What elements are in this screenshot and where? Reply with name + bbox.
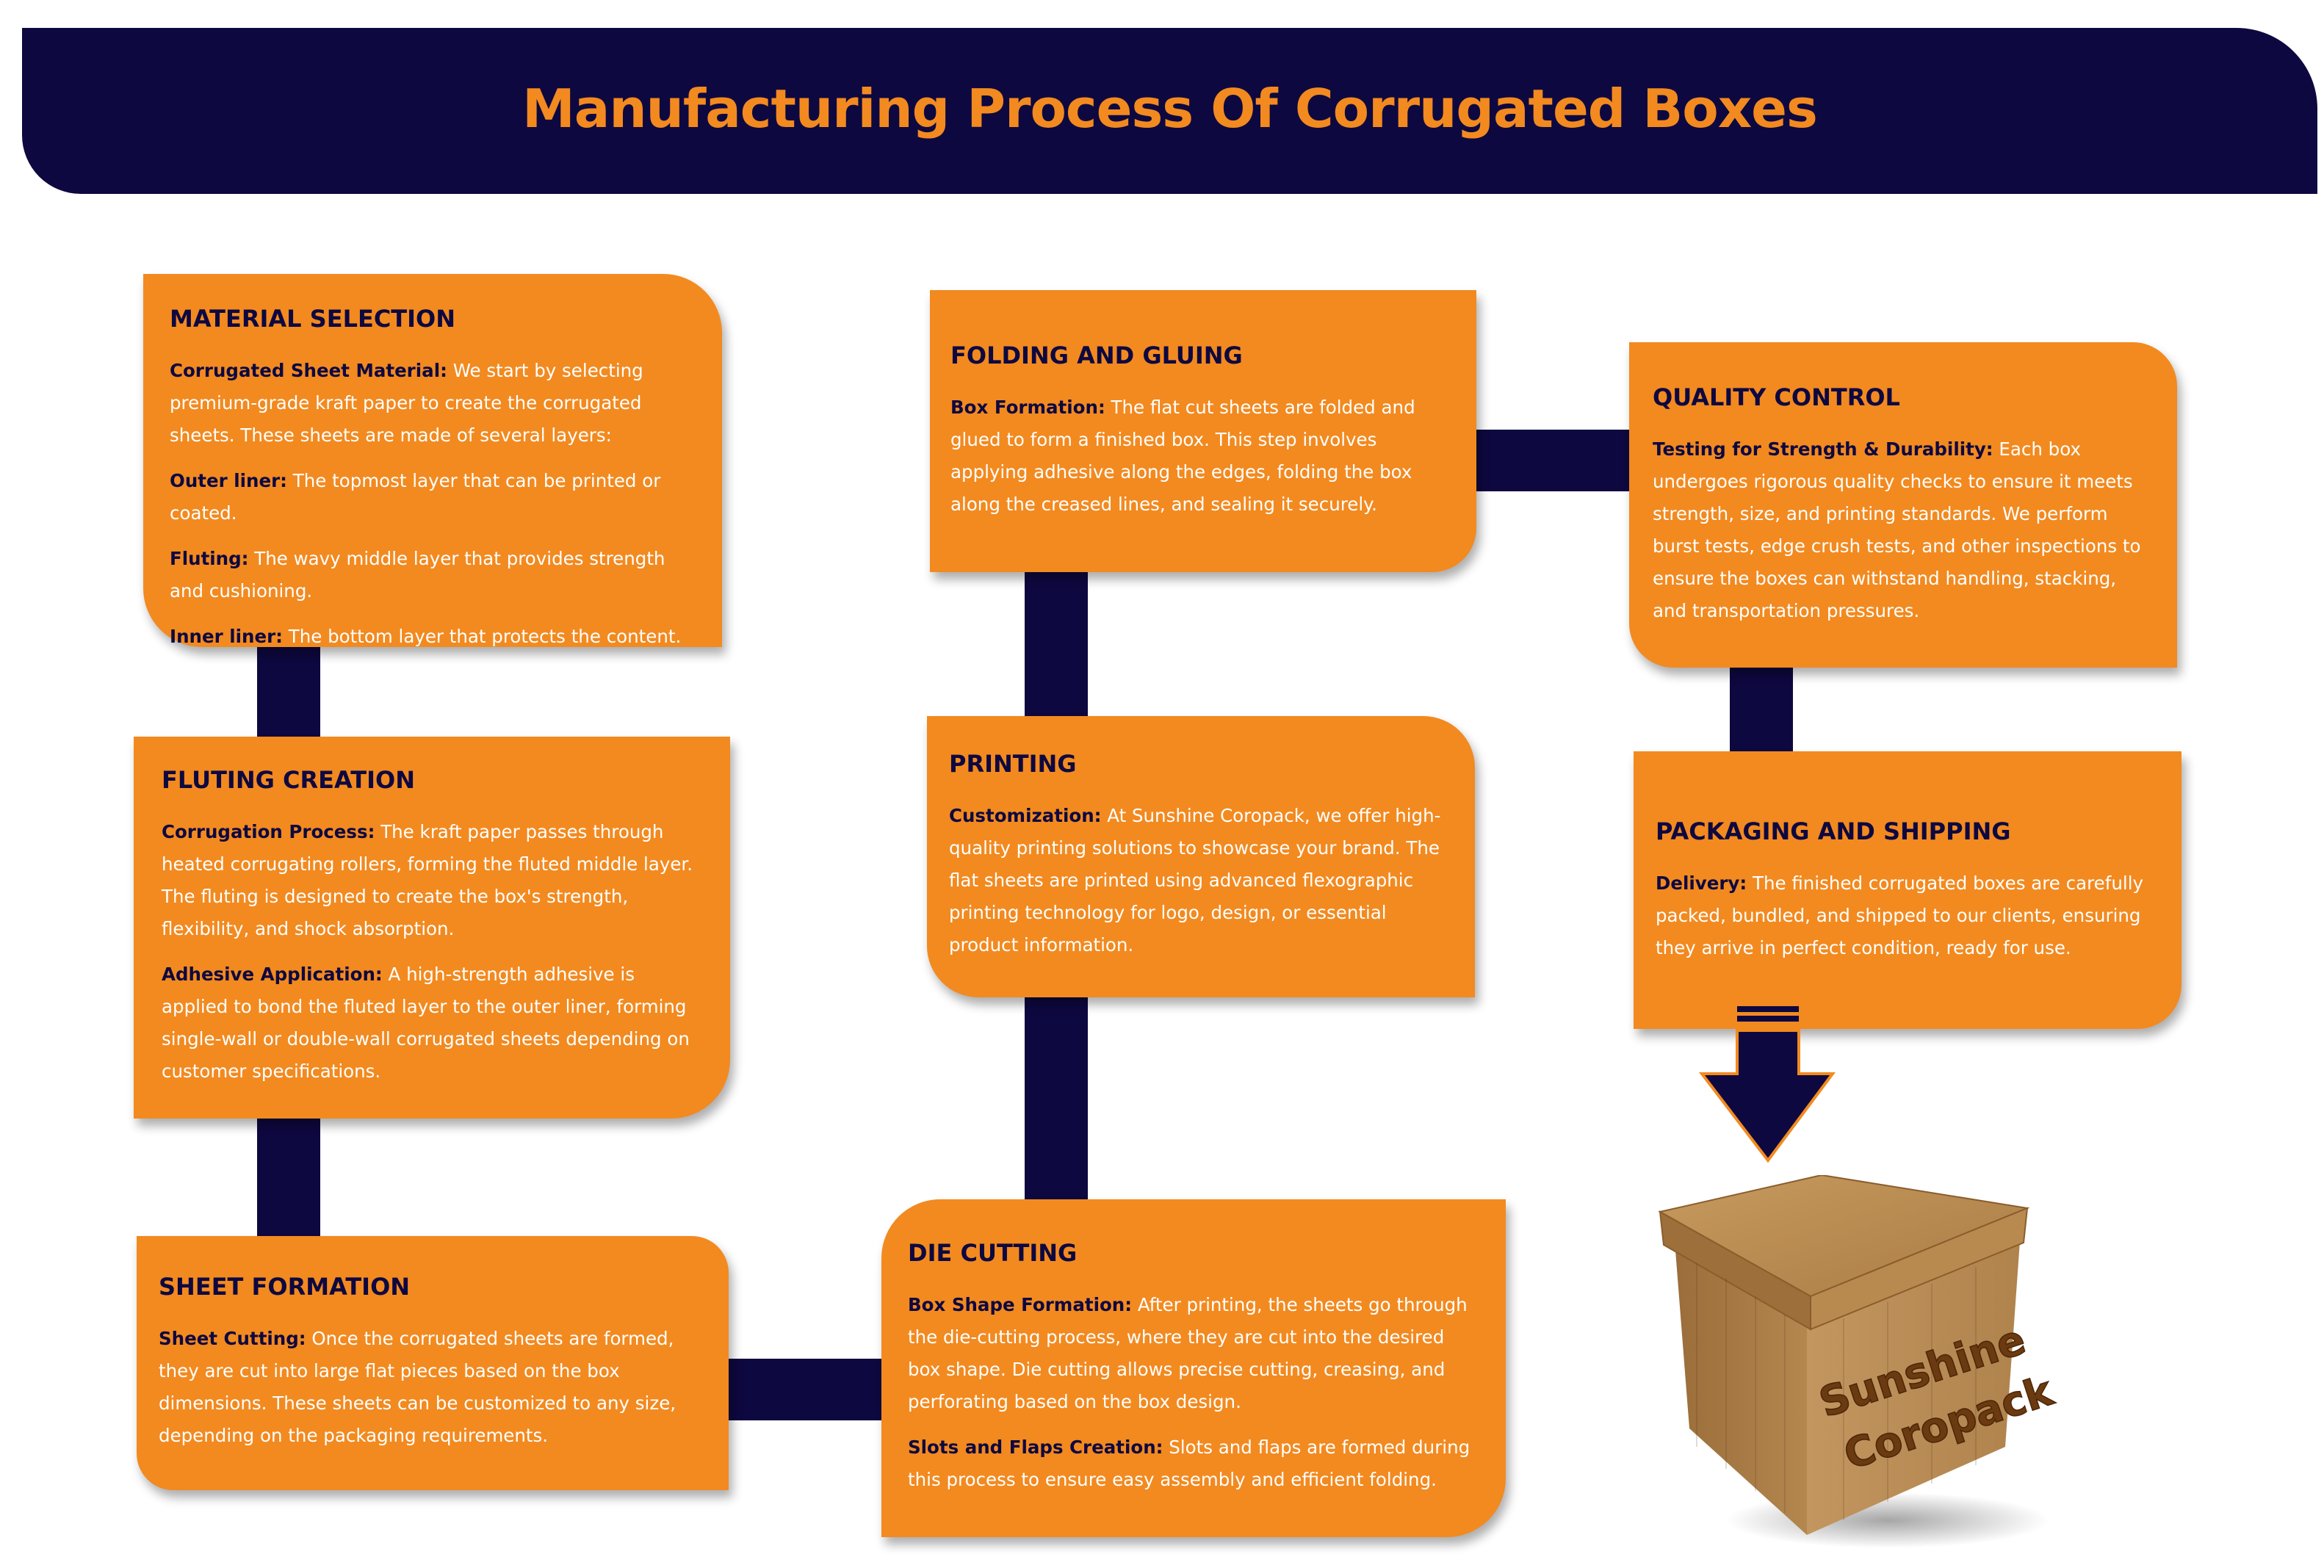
step-item-label: Slots and Flaps Creation: <box>908 1437 1163 1458</box>
connector-die-to-printing <box>1025 995 1088 1201</box>
step-item: Corrugation Process: The kraft paper pas… <box>162 816 701 945</box>
step-item: Sheet Cutting: Once the corrugated sheet… <box>159 1323 699 1452</box>
step-item-label: Sheet Cutting: <box>159 1328 306 1349</box>
step-item-label: Adhesive Application: <box>162 964 383 985</box>
connector-folding-to-quality <box>1473 430 1631 491</box>
step-item: Outer liner: The topmost layer that can … <box>170 465 696 530</box>
step-item-label: Fluting: <box>170 548 249 569</box>
step-item-text: The wavy middle layer that provides stre… <box>170 548 665 601</box>
step-title: DIE CUTTING <box>908 1239 1078 1267</box>
step-item-text: After printing, the sheets go through th… <box>908 1294 1468 1412</box>
step-item-label: Testing for Strength & Durability: <box>1653 438 1993 460</box>
step-item-label: Delivery: <box>1656 872 1747 894</box>
card-fluting-creation: FLUTING CREATION Corrugation Process: Th… <box>134 737 730 1119</box>
step-item-text: The kraft paper passes through heated co… <box>162 821 693 939</box>
step-title: PACKAGING AND SHIPPING <box>1656 817 2011 845</box>
step-item-label: Customization: <box>949 805 1102 826</box>
step-item: Box Shape Formation: After printing, the… <box>908 1289 1479 1418</box>
card-sheet-formation: SHEET FORMATION Sheet Cutting: Once the … <box>137 1236 729 1490</box>
step-item: Slots and Flaps Creation: Slots and flap… <box>908 1431 1479 1496</box>
step-item-text: Once the corrugated sheets are formed, t… <box>159 1328 676 1446</box>
card-packaging-shipping: PACKAGING AND SHIPPING Delivery: The fin… <box>1634 751 2182 1029</box>
step-item-text: The topmost layer that can be printed or… <box>170 470 661 524</box>
step-item: Corrugated Sheet Material: We start by s… <box>170 355 696 452</box>
step-item-text: At Sunshine Coropack, we offer high-qual… <box>949 805 1441 955</box>
step-item-text: Each box undergoes rigorous quality chec… <box>1653 438 2141 621</box>
down-arrow-icon <box>1698 1006 1836 1163</box>
connector-fluting-to-sheet <box>257 1116 320 1238</box>
step-item-label: Corrugated Sheet Material: <box>170 360 447 381</box>
step-item-label: Corrugation Process: <box>162 821 375 842</box>
step-item-text: Slots and flaps are formed during this p… <box>908 1437 1470 1490</box>
card-folding-gluing: FOLDING AND GLUING Box Formation: The fl… <box>930 290 1476 572</box>
step-item-label: Inner liner: <box>170 626 283 647</box>
step-item: Fluting: The wavy middle layer that prov… <box>170 543 696 607</box>
connector-quality-to-packaging <box>1730 665 1793 753</box>
step-item-label: Box Shape Formation: <box>908 1294 1133 1315</box>
step-item-label: Box Formation: <box>950 397 1105 418</box>
step-item-text: The bottom layer that protects the conte… <box>288 626 682 647</box>
step-title: MATERIAL SELECTION <box>170 305 456 333</box>
step-title: QUALITY CONTROL <box>1653 383 1900 411</box>
step-title: PRINTING <box>949 750 1077 778</box>
step-title: FOLDING AND GLUING <box>950 342 1243 369</box>
step-item-text: We start by selecting premium-grade kraf… <box>170 360 643 446</box>
step-title: FLUTING CREATION <box>162 766 415 794</box>
step-item-text: A high-strength adhesive is applied to b… <box>162 964 690 1082</box>
cardboard-box-illustration: Sunshine Coropack <box>1658 1175 2060 1548</box>
page-title: Manufacturing Process Of Corrugated Boxe… <box>522 78 1818 140</box>
header-banner: Manufacturing Process Of Corrugated Boxe… <box>22 28 2317 194</box>
step-item-label: Outer liner: <box>170 470 287 491</box>
step-item: Customization: At Sunshine Coropack, we … <box>949 800 1448 961</box>
step-item-text: The flat cut sheets are folded and glued… <box>950 397 1415 515</box>
card-die-cutting: DIE CUTTING Box Shape Formation: After p… <box>881 1199 1506 1537</box>
step-item: Adhesive Application: A high-strength ad… <box>162 958 701 1088</box>
step-item: Testing for Strength & Durability: Each … <box>1653 433 2152 627</box>
connector-printing-to-folding <box>1025 569 1088 720</box>
step-item: Box Formation: The flat cut sheets are f… <box>950 391 1450 521</box>
step-item-text: The finished corrugated boxes are carefu… <box>1656 872 2144 958</box>
connector-material-to-fluting <box>257 646 320 738</box>
connector-sheet-to-die <box>727 1359 885 1420</box>
step-item: Inner liner: The bottom layer that prote… <box>170 621 696 653</box>
step-item: Delivery: The finished corrugated boxes … <box>1656 867 2155 964</box>
step-title: SHEET FORMATION <box>159 1273 411 1301</box>
card-printing: PRINTING Customization: At Sunshine Coro… <box>927 716 1475 997</box>
card-quality-control: QUALITY CONTROL Testing for Strength & D… <box>1629 342 2177 668</box>
card-material-selection: MATERIAL SELECTION Corrugated Sheet Mate… <box>143 274 722 647</box>
